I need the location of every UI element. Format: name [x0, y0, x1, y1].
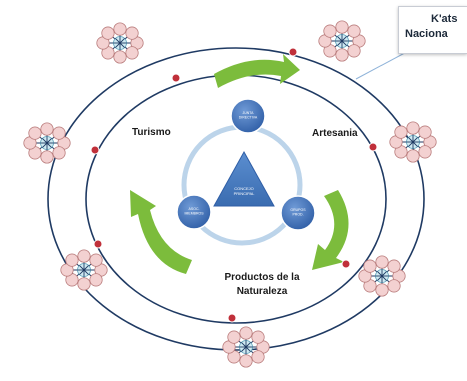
- member-flower-cluster: [358, 255, 406, 297]
- member-petal: [28, 126, 42, 140]
- red-marker: [90, 145, 100, 155]
- member-petal: [40, 150, 54, 164]
- hub-spoke: [337, 40, 343, 46]
- member-flower-cluster: [60, 249, 108, 291]
- red-marker: [171, 73, 181, 83]
- hub-spoke: [377, 271, 383, 277]
- member-petal: [335, 20, 349, 34]
- hub-spoke: [241, 346, 247, 352]
- hub-spoke: [46, 142, 52, 148]
- member-petal: [125, 46, 139, 60]
- red-marker: [93, 239, 103, 249]
- member-clusters: [23, 20, 437, 368]
- right-green-arrow: [312, 190, 349, 270]
- hub-spoke: [115, 42, 121, 48]
- hub-spoke: [408, 137, 414, 143]
- central-triangle: [213, 150, 275, 207]
- member-petal: [227, 330, 241, 344]
- top-green-arrow: [214, 54, 300, 88]
- red-marker: [341, 259, 351, 269]
- member-flower-cluster: [96, 22, 144, 64]
- member-petal: [387, 279, 401, 293]
- hub-spoke: [79, 269, 85, 275]
- hub-spoke: [341, 36, 347, 42]
- member-petal: [406, 121, 420, 135]
- member-petal: [239, 326, 253, 340]
- node-right: [280, 195, 316, 231]
- member-petal: [89, 253, 103, 267]
- hub-spoke: [119, 38, 125, 44]
- member-petal: [52, 146, 66, 160]
- callout-line1: K'ats: [431, 13, 458, 25]
- hub-spoke: [412, 137, 418, 143]
- hub-spoke: [119, 42, 125, 48]
- hub-spoke: [337, 36, 343, 42]
- member-flower-cluster: [318, 20, 366, 62]
- member-petal: [347, 44, 361, 58]
- member-petal: [77, 249, 91, 263]
- hub-spoke: [83, 269, 89, 275]
- hub-spoke: [42, 138, 48, 144]
- hub-spoke: [381, 275, 387, 281]
- member-flower-cluster: [389, 121, 437, 163]
- sector-artesania: Artesania: [312, 128, 358, 139]
- member-petal: [387, 259, 401, 273]
- sector-naturaleza-line2: Naturaleza: [237, 286, 288, 297]
- member-petal: [40, 122, 54, 136]
- hub-spoke: [381, 271, 387, 277]
- sector-turismo: Turismo: [132, 127, 171, 138]
- member-petal: [113, 22, 127, 36]
- red-marker: [227, 313, 237, 323]
- member-petal: [251, 330, 265, 344]
- member-petal: [77, 277, 91, 291]
- member-petal: [52, 126, 66, 140]
- member-flower-cluster: [23, 122, 71, 164]
- member-flower-cluster: [222, 326, 270, 368]
- red-markers: [90, 47, 378, 323]
- hub-spoke: [408, 141, 414, 147]
- red-marker: [368, 142, 378, 152]
- hub-spoke: [341, 40, 347, 46]
- hub-spoke: [83, 265, 89, 271]
- callout-line2: Naciona: [405, 28, 448, 40]
- member-petal: [251, 350, 265, 364]
- member-petal: [125, 26, 139, 40]
- member-petal: [65, 253, 79, 267]
- left-green-arrow: [130, 190, 192, 274]
- hub-spoke: [241, 342, 247, 348]
- node-left-label: ASOC.MIEMBROS: [184, 207, 204, 216]
- callout-box: K'ats Naciona: [398, 6, 467, 54]
- member-petal: [375, 283, 389, 297]
- member-petal: [239, 354, 253, 368]
- node-left: [176, 194, 212, 230]
- red-marker: [288, 47, 298, 57]
- hub-spoke: [245, 342, 251, 348]
- member-petal: [113, 50, 127, 64]
- hub-spoke: [46, 138, 52, 144]
- node-top: [230, 98, 266, 134]
- member-petal: [89, 273, 103, 287]
- member-petal: [375, 255, 389, 269]
- hub-spoke: [412, 141, 418, 147]
- member-petal: [406, 149, 420, 163]
- member-petal: [347, 24, 361, 38]
- hub-spoke: [79, 265, 85, 271]
- member-petal: [363, 259, 377, 273]
- member-petal: [418, 145, 432, 159]
- member-petal: [323, 24, 337, 38]
- hub-spoke: [377, 275, 383, 281]
- member-petal: [101, 26, 115, 40]
- sector-naturaleza-line1: Productos de la: [224, 272, 299, 283]
- hub-spoke: [42, 142, 48, 148]
- member-petal: [394, 125, 408, 139]
- member-petal: [418, 125, 432, 139]
- member-petal: [335, 48, 349, 62]
- hub-spoke: [115, 38, 121, 44]
- hub-spoke: [245, 346, 251, 352]
